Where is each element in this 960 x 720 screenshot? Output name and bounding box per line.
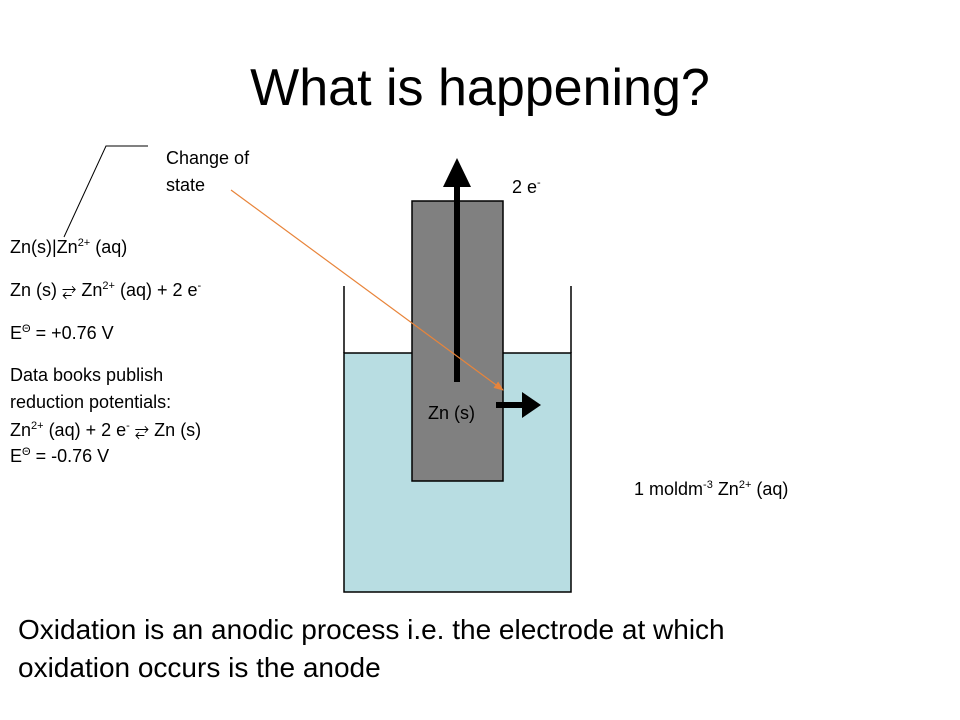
callout-leader [63, 145, 148, 238]
note-line2: reduction potentials: [10, 392, 172, 412]
footer-line1: Oxidation is an anodic process i.e. the … [18, 614, 725, 645]
ion-arrow-head [522, 392, 541, 418]
reduction-potential: EΘ = -0.76 V [10, 446, 110, 466]
electrode-label: Zn (s) [428, 403, 475, 423]
cell-notation: Zn(s)|Zn2+ (aq) [10, 237, 128, 257]
pointer-arrow [230, 189, 504, 391]
solution-label: 1 moldm-3 Zn2+ (aq) [634, 479, 789, 499]
electrons-label: 2 e- [512, 177, 541, 197]
note-line1: Data books publish [10, 365, 164, 385]
footer-line2: oxidation occurs is the anode [18, 652, 381, 683]
electron-arrow-head [443, 158, 471, 187]
callout-label-line2: state [166, 175, 206, 195]
oxidation-potential: EΘ = +0.76 V [10, 323, 114, 343]
slide-title: What is happening? [250, 59, 710, 117]
half-equation: Zn (s) ⥂ Zn2+ (aq) + 2 e- [10, 280, 202, 300]
callout-label-line1: Change of [166, 148, 250, 168]
reduction-equation: Zn2+ (aq) + 2 e- ⥂ Zn (s) [10, 420, 202, 440]
